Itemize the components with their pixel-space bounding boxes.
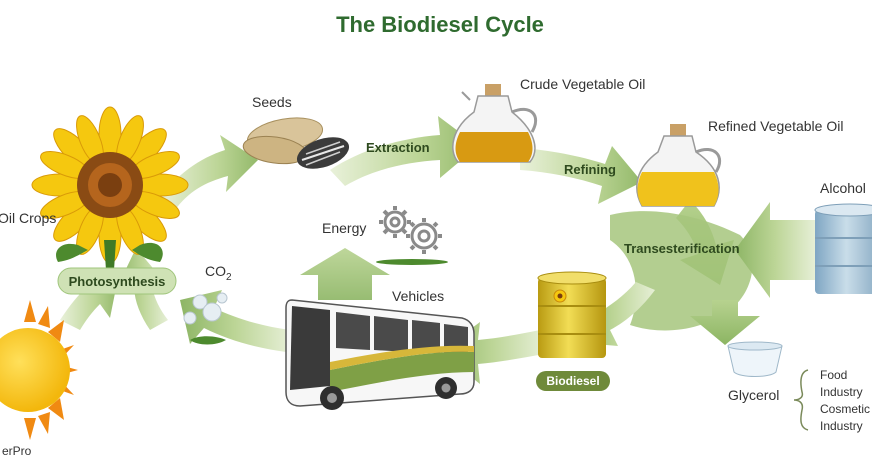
cosmetic-industry-line2: Industry bbox=[820, 419, 863, 433]
transesterification-label: Transesterification bbox=[624, 241, 740, 256]
seeds-label: Seeds bbox=[252, 94, 292, 110]
glycerol-bracket bbox=[793, 369, 809, 431]
extraction-label: Extraction bbox=[366, 140, 430, 155]
co2-shadow bbox=[190, 336, 226, 345]
vehicles-label: Vehicles bbox=[392, 288, 444, 304]
photosynthesis-badge: Photosynthesis bbox=[57, 267, 177, 295]
seeds-icon bbox=[242, 117, 350, 169]
credit-text: erPro bbox=[2, 444, 32, 458]
refined-oil-jug-icon bbox=[636, 124, 722, 207]
glycerol-dish-icon bbox=[727, 341, 783, 377]
biodiesel-label: Biodiesel bbox=[546, 374, 599, 388]
sun-icon bbox=[0, 300, 78, 440]
oil-crops-label: Oil Crops bbox=[0, 210, 56, 226]
refined-oil-label: Refined Vegetable Oil bbox=[708, 118, 843, 134]
co2-label: CO2 bbox=[205, 263, 232, 283]
alcohol-arrow bbox=[735, 202, 815, 298]
gears-icon bbox=[379, 206, 442, 254]
energy-label: Energy bbox=[322, 220, 366, 236]
alcohol-barrel-icon bbox=[814, 203, 872, 294]
alcohol-label: Alcohol bbox=[820, 180, 866, 196]
crude-oil-label: Crude Vegetable Oil bbox=[520, 76, 645, 92]
energy-shadow bbox=[376, 259, 448, 265]
food-industry-line1: Food bbox=[820, 368, 847, 382]
biodiesel-barrel-icon bbox=[537, 271, 607, 358]
bus-icon bbox=[285, 299, 475, 410]
cosmetic-industry-line1: Cosmetic bbox=[820, 402, 870, 416]
photosynthesis-label: Photosynthesis bbox=[69, 274, 166, 289]
biodiesel-badge: Biodiesel bbox=[536, 371, 610, 391]
diagram-title: The Biodiesel Cycle bbox=[336, 12, 544, 37]
co2-bubbles-icon bbox=[183, 292, 228, 325]
food-industry-line2: Industry bbox=[820, 385, 863, 399]
sunflower-icon bbox=[31, 106, 189, 270]
glycerol-label: Glycerol bbox=[728, 387, 779, 403]
crude-oil-jug-icon bbox=[452, 84, 538, 163]
refining-label: Refining bbox=[564, 162, 616, 177]
